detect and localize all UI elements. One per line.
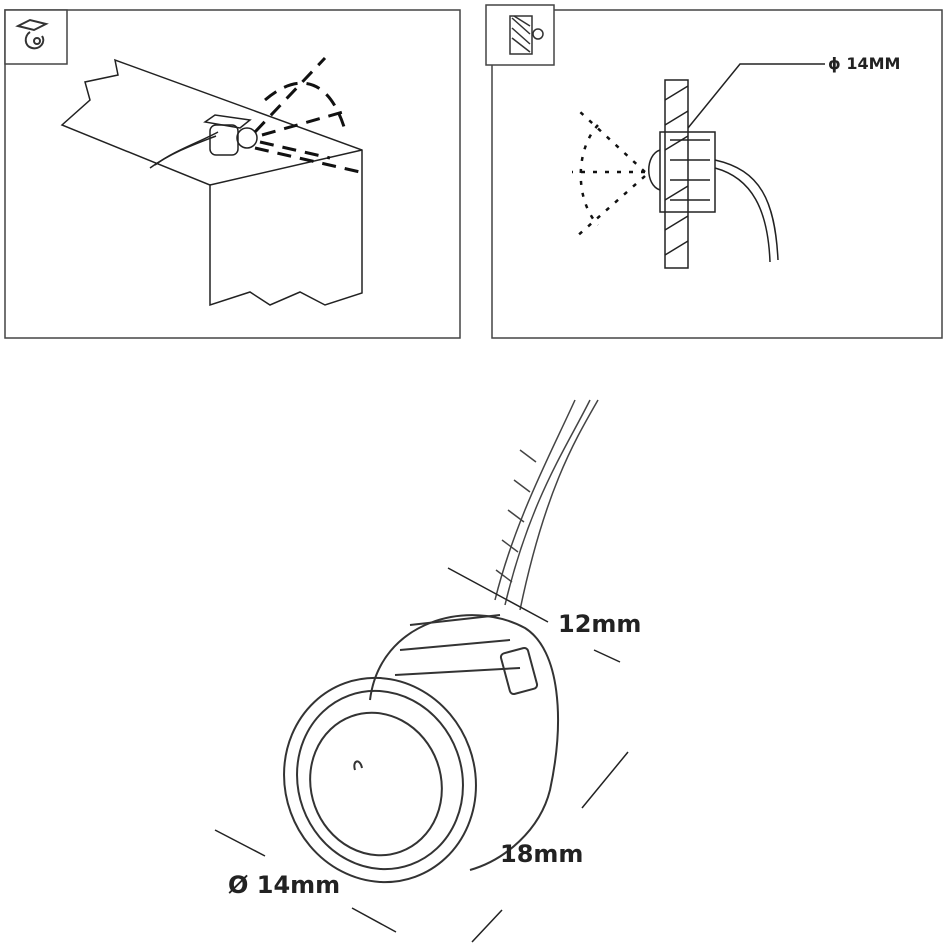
panel-frame: [491, 9, 943, 339]
cabinet-drawing: [60, 58, 363, 307]
detection-cone: [572, 109, 646, 239]
hole-diameter-label: ϕ 14MM: [828, 54, 900, 73]
icon-box: [4, 9, 68, 65]
sensor-wires: [714, 159, 779, 263]
recessed-sensor-body: [648, 131, 716, 213]
dimension-lines: [214, 567, 629, 943]
panel-recessed-mount: ϕ 14MM: [485, 4, 943, 339]
sensor-cable: [494, 399, 599, 611]
depth-dimension-label: 12mm: [558, 610, 641, 638]
round-recessed-sensor-icon: 12mm 18mm Ø 14mm: [214, 399, 641, 943]
length-dimension-label: 18mm: [500, 840, 583, 868]
sensor-on-bracket: [203, 114, 258, 156]
wall-section: [664, 79, 689, 269]
detection-cone: [253, 56, 361, 174]
diameter-dimension-label: Ø 14mm: [228, 871, 340, 899]
panel-frame: [4, 9, 461, 339]
recessed-mount-icon: [509, 15, 544, 55]
panel-surface-mount: [4, 9, 461, 339]
hole-callout: [687, 63, 825, 129]
sensor-housing: [283, 614, 559, 884]
bracket-mount-icon: [15, 18, 49, 50]
